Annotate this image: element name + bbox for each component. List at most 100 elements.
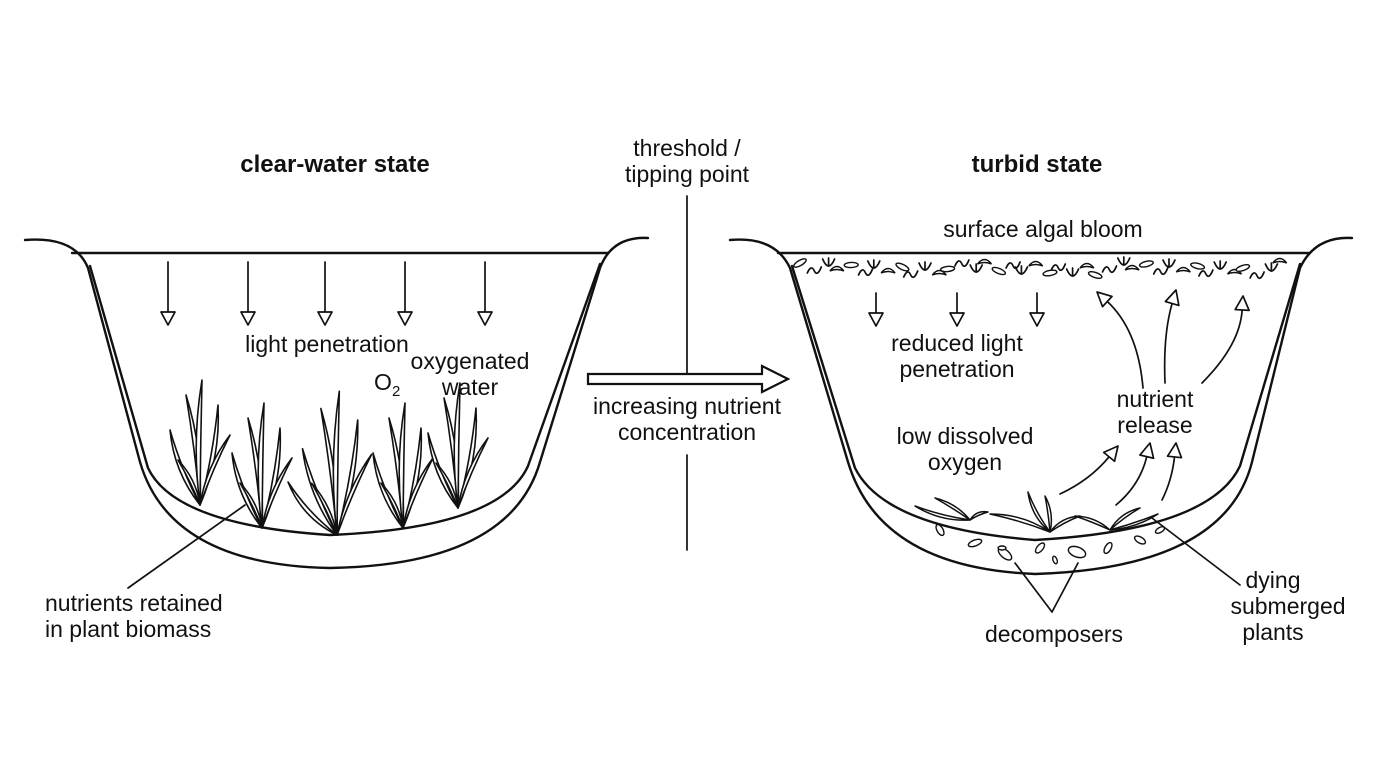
decomposers-leader-left: [1014, 562, 1053, 613]
alga-37: [1235, 264, 1251, 272]
alga-29: [1138, 260, 1154, 268]
oxygenated-water-label-line2: water: [441, 374, 499, 400]
oxygenated-water-label-line1: oxygenated: [411, 348, 530, 374]
nutrient-release-arrows: [1059, 289, 1250, 506]
alga-26: [1101, 265, 1118, 274]
release-arrow-upper-1: [1096, 291, 1144, 389]
o2-subscript: 2: [392, 383, 400, 400]
alga-22: [1050, 263, 1067, 272]
release-arrow-lower-2: [1115, 442, 1155, 506]
alga-8: [880, 267, 896, 274]
o2-label: O 2: [374, 369, 400, 400]
alga-18: [1005, 261, 1021, 270]
alga-28: [1124, 264, 1140, 271]
alga-19: [1014, 265, 1029, 275]
alga-40: [1272, 257, 1288, 264]
reduced-light-label-line2: penetration: [899, 356, 1014, 382]
alga-10: [902, 270, 919, 279]
alga-14: [954, 259, 970, 268]
dying-plant-1: [914, 497, 989, 521]
alga-31: [1162, 258, 1176, 268]
alga-27: [1116, 256, 1131, 266]
left-basin-outer: [23, 236, 650, 570]
left-basin-inner: [88, 262, 602, 537]
submerged-plants: [169, 379, 489, 536]
light-arrow-5: [477, 261, 493, 326]
decomposer-2: [967, 538, 983, 548]
light-arrow-3: [317, 261, 333, 326]
alga-4: [829, 265, 845, 272]
plant-clump-5: [427, 382, 489, 509]
light-arrow-1: [160, 261, 176, 326]
light-penetration-arrows: [160, 261, 493, 326]
turbid-panel: turbid state surface algal bloom reduced…: [728, 151, 1354, 647]
decomposer-9: [997, 545, 1007, 551]
surface-algal-bloom-label: surface algal bloom: [943, 216, 1142, 242]
light-arrow-4: [397, 261, 413, 326]
o2-symbol: O: [374, 369, 392, 395]
low-dissolved-oxygen-label-line2: oxygen: [928, 449, 1002, 475]
clear-water-panel: clear-water state light penetration O 2 …: [23, 151, 650, 642]
plant-clump-1: [169, 379, 231, 506]
low-dissolved-oxygen-label-line1: low dissolved: [897, 423, 1034, 449]
alga-39: [1264, 262, 1279, 272]
alga-21: [1042, 269, 1058, 277]
alga-35: [1213, 260, 1228, 270]
dying-plants-label-line3: plants: [1242, 619, 1303, 645]
alga-7: [866, 259, 881, 269]
alga-16: [976, 258, 993, 265]
decomposers-leader-right: [1051, 562, 1079, 613]
nutrient-release-label-line1: nutrient: [1117, 386, 1194, 412]
dying-plant-3: [1074, 507, 1159, 531]
plant-clump-2: [231, 402, 293, 529]
decomposer-5: [1067, 545, 1087, 559]
dying-submerged-plants: [914, 491, 1159, 533]
dying-plants-label-line2: submerged: [1230, 593, 1345, 619]
dying-plants-leader-line: [1151, 517, 1241, 586]
alga-5: [843, 261, 859, 269]
dying-plant-2: [989, 491, 1081, 533]
alga-32: [1175, 266, 1191, 273]
increasing-nutrient-label-line1: increasing nutrient: [593, 393, 782, 419]
light-arrow-2: [240, 261, 256, 326]
alga-1: [793, 258, 807, 268]
reduced-light-arrow-2: [949, 292, 965, 327]
reduced-light-arrow-1: [868, 292, 884, 327]
surface-algae: [793, 256, 1288, 280]
reduced-light-label-line1: reduced light: [891, 330, 1023, 356]
decomposer-6: [1103, 541, 1113, 555]
nutrients-leader-line: [127, 504, 246, 589]
threshold-label-line2: tipping point: [625, 161, 750, 187]
alga-13: [939, 265, 956, 273]
decomposer-4: [1034, 542, 1046, 554]
alga-34: [1198, 269, 1214, 278]
alga-24: [1079, 262, 1095, 269]
plant-clump-3: [301, 390, 373, 536]
decomposer-10: [1051, 555, 1059, 565]
increasing-nutrient-label-line2: concentration: [618, 419, 756, 445]
alga-30: [1152, 267, 1169, 276]
plant-clump-4: [372, 402, 434, 529]
alga-17: [991, 266, 1007, 276]
alga-23: [1065, 267, 1080, 277]
nutrients-retained-label-line2: in plant biomass: [45, 616, 211, 642]
dying-plants-label-line1: dying: [1246, 567, 1301, 593]
nutrients-retained-label-line1: nutrients retained: [45, 590, 223, 616]
release-arrow-lower-3: [1161, 442, 1183, 501]
alga-38: [1249, 271, 1265, 280]
turbid-title: turbid state: [972, 151, 1103, 178]
nutrient-release-label-line2: release: [1117, 412, 1192, 438]
alga-20: [1028, 260, 1044, 267]
release-arrow-upper-3: [1201, 295, 1250, 384]
right-basin: [728, 236, 1354, 576]
alga-25: [1087, 271, 1103, 279]
light-penetration-label: light penetration: [245, 331, 409, 357]
alga-6: [857, 268, 874, 277]
alga-9: [895, 262, 910, 272]
release-arrow-upper-2: [1163, 289, 1180, 384]
threshold-label-line1: threshold /: [633, 135, 741, 161]
decomposer-7: [1133, 535, 1147, 545]
reduced-light-arrow-3: [1029, 292, 1045, 327]
left-basin: [23, 236, 650, 570]
